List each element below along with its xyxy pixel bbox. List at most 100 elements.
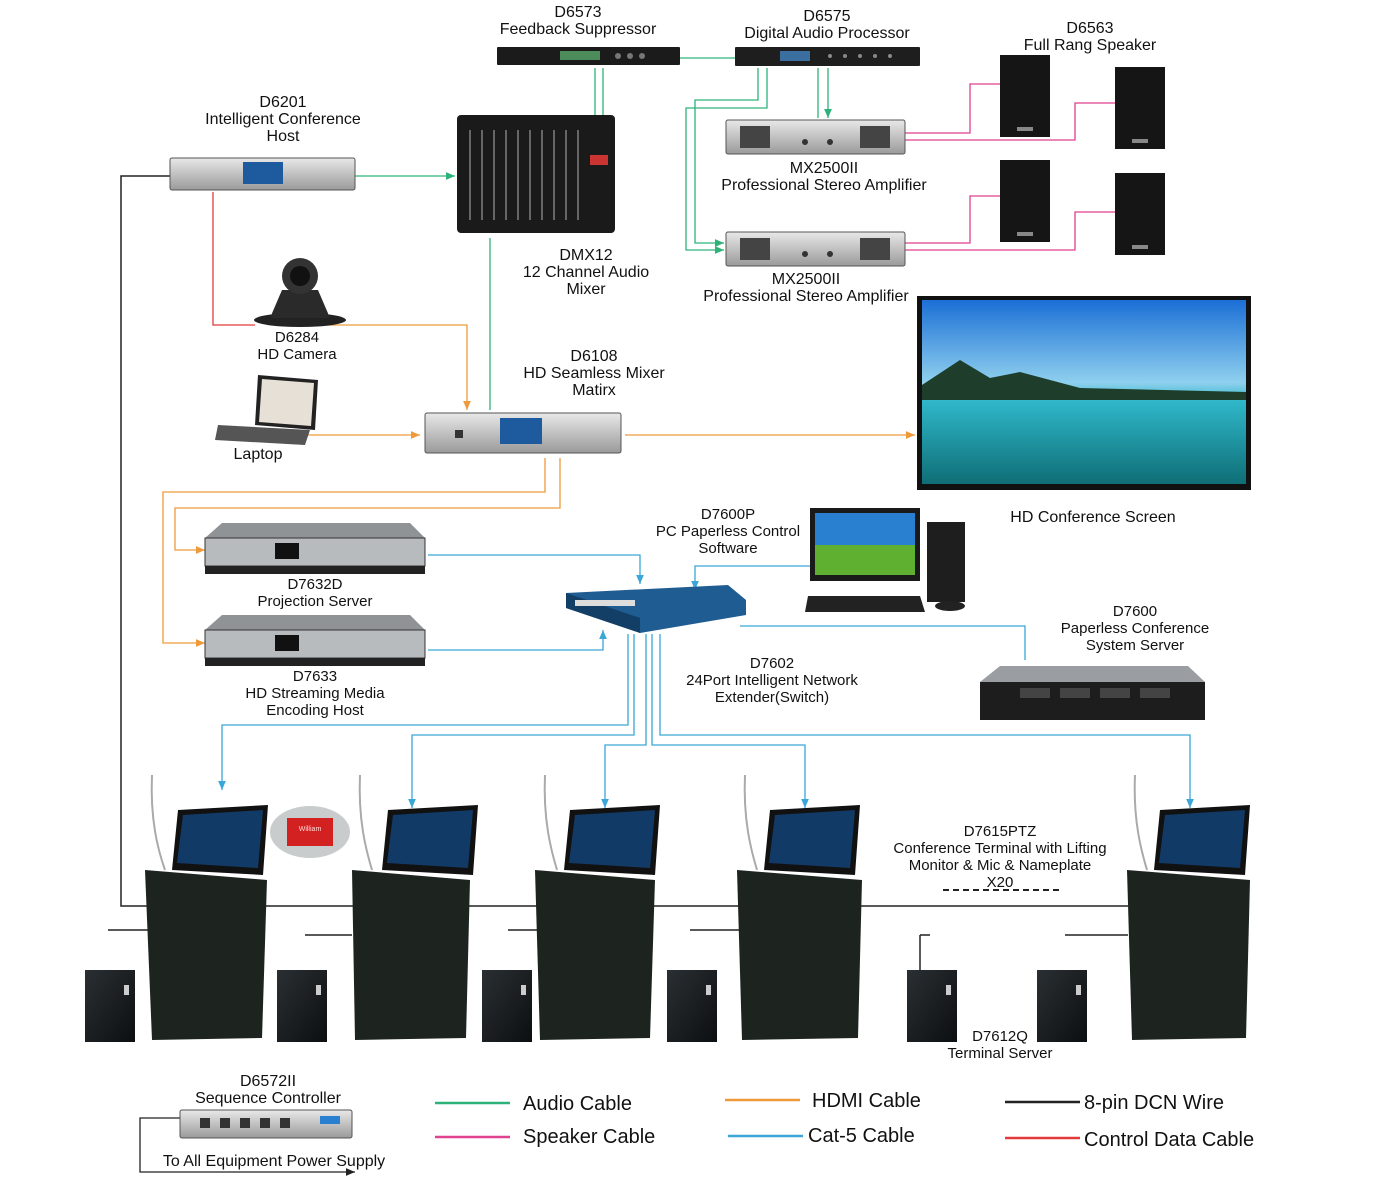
label-power: To All Equipment Power Supply xyxy=(162,1153,386,1170)
hdmi-cables xyxy=(162,324,915,647)
amplifier-2 xyxy=(725,231,906,267)
label-name: Laptop xyxy=(233,446,283,463)
terminal-server-4 xyxy=(667,970,717,1042)
audio-cables xyxy=(355,57,828,410)
label-name: Professional Stereo Amplifier xyxy=(721,177,927,194)
projection-server xyxy=(204,523,426,574)
label-mixer: DMX12 12 Channel Audio Mixer xyxy=(506,247,666,298)
label-model: D7615PTZ xyxy=(963,823,1037,840)
label-server: D7600 Paperless Conference System Server xyxy=(1050,603,1220,654)
hd-camera xyxy=(254,258,346,327)
terminal-5 xyxy=(1127,774,1250,1040)
terminal-server-2 xyxy=(277,970,327,1042)
label-conference-host: D6201 Intelligent Conference Host xyxy=(183,94,383,145)
speaker-cables xyxy=(905,83,1115,251)
legend-hdmi: HDMI Cable xyxy=(812,1090,921,1112)
label-model: D6573 xyxy=(554,4,602,21)
speaker-bottom-left xyxy=(1000,160,1050,242)
terminal-2 xyxy=(352,774,478,1040)
label-streaming-host: D7633 HD Streaming Media Encoding Host xyxy=(235,668,395,719)
label-line1: Conference Terminal with Lifting xyxy=(893,840,1107,857)
pc-workstation xyxy=(805,508,965,612)
label-pc: D7600P PC Paperless Control Software xyxy=(648,506,808,557)
label-model: D7602 xyxy=(749,655,795,672)
paperless-server xyxy=(980,666,1205,720)
terminal-4 xyxy=(737,774,862,1040)
label-laptop: Laptop xyxy=(218,446,298,463)
label-model: D6284 xyxy=(274,329,320,346)
label-model: D7600P xyxy=(700,506,756,523)
label-line1: Intelligent Conference xyxy=(205,111,361,128)
label-camera: D6284 HD Camera xyxy=(237,329,357,363)
audio-mixer xyxy=(457,115,615,233)
legend-cat5: Cat-5 Cable xyxy=(808,1125,915,1147)
label-name: HD Conference Screen xyxy=(1010,509,1176,526)
speaker-bottom-right xyxy=(1115,173,1165,255)
label-line1: 24Port Intelligent Network xyxy=(686,672,858,689)
label-line2: Mixer xyxy=(566,281,606,298)
label-line2: Encoding Host xyxy=(266,702,364,719)
label-line2: System Server xyxy=(1085,637,1185,654)
label-digital-audio-processor: D6575 Digital Audio Processor xyxy=(727,8,927,42)
label-model: D7612Q xyxy=(972,1028,1028,1045)
label-name: Full Rang Speaker xyxy=(1023,37,1157,54)
speaker-top-left xyxy=(1000,55,1050,137)
laptop xyxy=(215,375,318,445)
label-power-supply: To All Equipment Power Supply xyxy=(148,1153,400,1170)
label-model: MX2500II xyxy=(771,271,841,288)
label-model: D6563 xyxy=(1066,20,1114,37)
label-name: Projection Server xyxy=(257,593,373,610)
label-line1: PC Paperless Control xyxy=(655,523,801,540)
digital-audio-processor xyxy=(735,47,920,66)
label-amplifier-1: MX2500II Professional Stereo Amplifier xyxy=(706,160,942,194)
label-model: MX2500II xyxy=(789,160,859,177)
label-line1: 12 Channel Audio xyxy=(522,264,650,281)
label-switch: D7602 24Port Intelligent Network Extende… xyxy=(672,655,872,706)
sequence-controller xyxy=(179,1109,353,1139)
label-name: HD Camera xyxy=(257,346,337,363)
terminal-server-1 xyxy=(85,970,135,1042)
terminal-3 xyxy=(535,774,660,1040)
hd-matrix xyxy=(424,412,622,454)
conference-host xyxy=(169,157,356,191)
terminal-1 xyxy=(145,774,268,1040)
label-model: D7632D xyxy=(287,576,343,593)
cat5-cables xyxy=(218,554,1194,808)
label-nameplate-text: William xyxy=(298,826,322,833)
label-line1: Paperless Conference xyxy=(1060,620,1210,637)
network-switch xyxy=(566,585,746,633)
label-nameplate: William xyxy=(290,826,330,834)
label-line2: Host xyxy=(266,128,300,145)
label-name: Professional Stereo Amplifier xyxy=(703,288,909,305)
label-matrix: D6108 HD Seamless Mixer Matirx xyxy=(504,348,684,399)
label-model: D6572II xyxy=(239,1073,297,1090)
label-screen: HD Conference Screen xyxy=(993,509,1193,526)
label-name: Digital Audio Processor xyxy=(744,25,910,42)
terminal-server-6 xyxy=(1037,970,1087,1042)
label-model: DMX12 xyxy=(559,247,613,264)
streaming-host xyxy=(204,615,426,666)
label-line2: Software xyxy=(698,540,758,557)
label-speaker: D6563 Full Rang Speaker xyxy=(1000,20,1180,54)
label-model: D6201 xyxy=(259,94,307,111)
label-model: D6108 xyxy=(570,348,618,365)
legend-audio: Audio Cable xyxy=(523,1093,632,1115)
label-name: Sequence Controller xyxy=(195,1090,341,1107)
terminal-server-3 xyxy=(482,970,532,1042)
label-terminal: D7615PTZ Conference Terminal with Liftin… xyxy=(880,823,1120,891)
terminal-server-5 xyxy=(907,970,957,1042)
label-amplifier-2: MX2500II Professional Stereo Amplifier xyxy=(688,271,924,305)
label-line2: Matirx xyxy=(572,382,616,399)
label-sequence-controller: D6572II Sequence Controller xyxy=(168,1073,368,1107)
label-line2: Extender(Switch) xyxy=(714,689,830,706)
label-projection-server: D7632D Projection Server xyxy=(240,576,390,610)
legend-speaker: Speaker Cable xyxy=(523,1126,656,1148)
label-line2: Monitor & Mic & Nameplate xyxy=(908,857,1092,874)
label-feedback-suppressor: D6573 Feedback Suppressor xyxy=(478,4,678,38)
label-model: D6575 xyxy=(803,8,851,25)
feedback-suppressor xyxy=(497,47,680,65)
label-line3: X20 xyxy=(986,874,1014,891)
label-terminal-server: D7612Q Terminal Server xyxy=(930,1028,1070,1062)
label-model: D7600 xyxy=(1112,603,1158,620)
label-name: Feedback Suppressor xyxy=(499,21,657,38)
